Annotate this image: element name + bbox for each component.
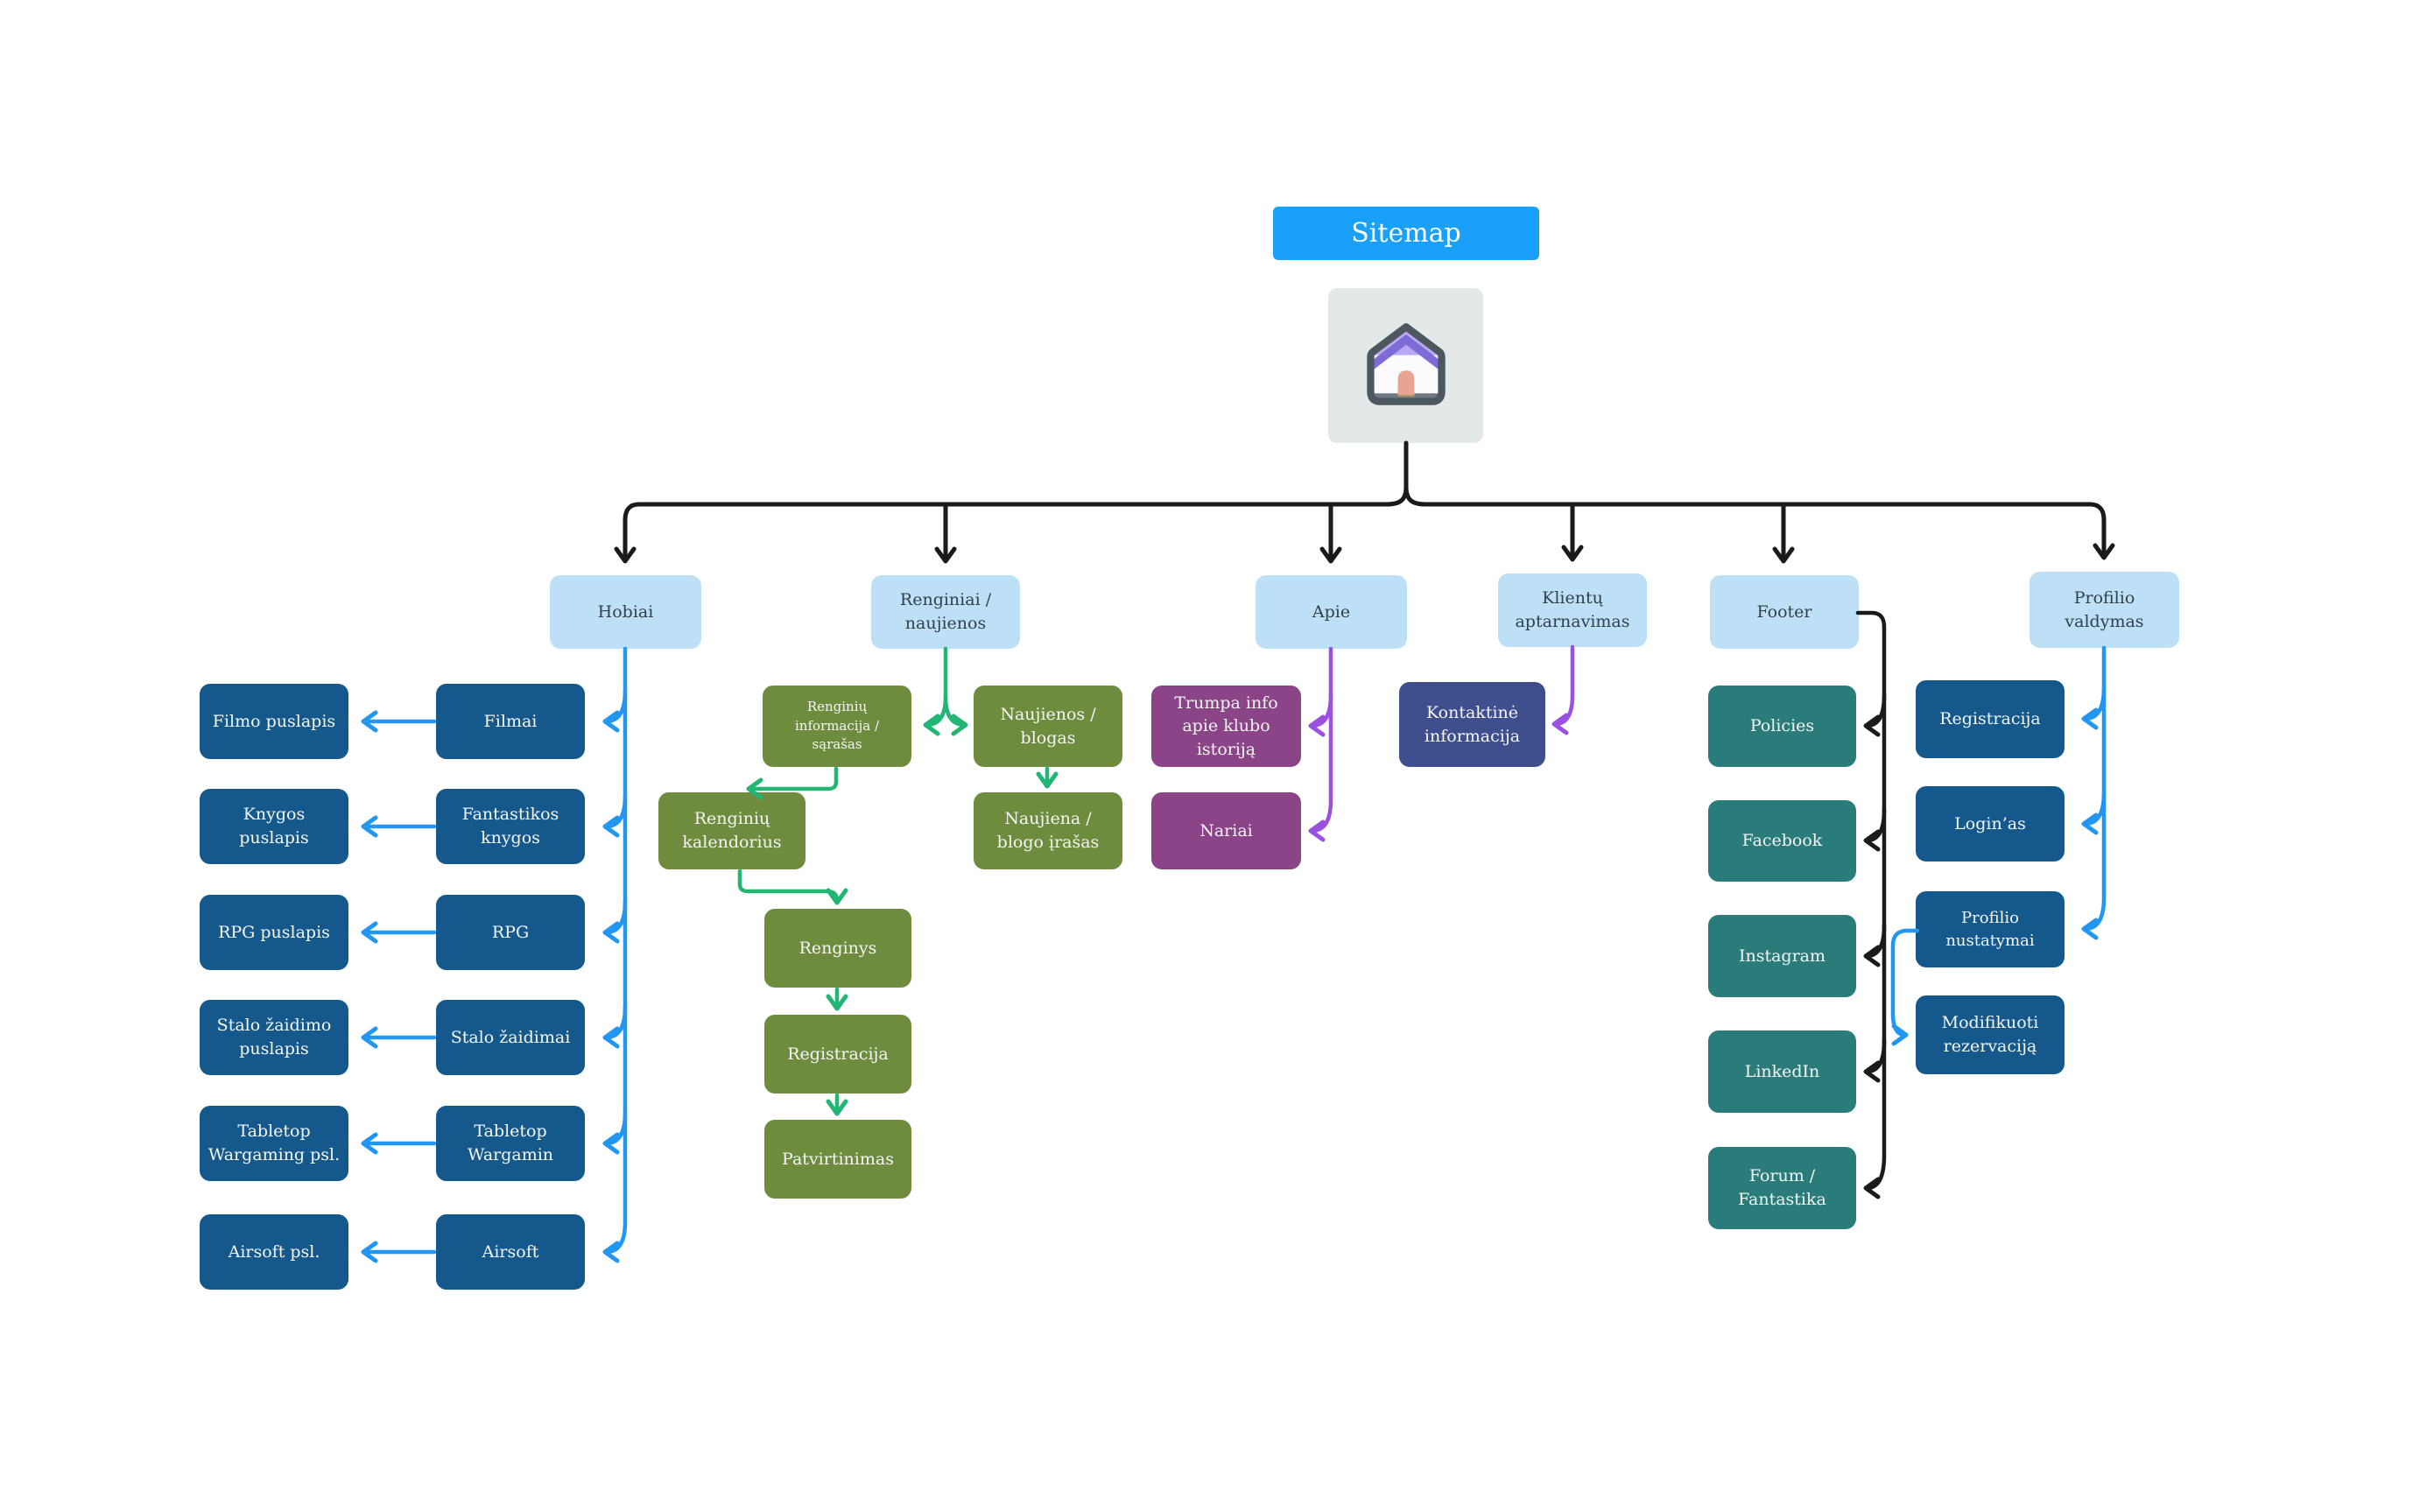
node-stalo-zaidimai[interactable]: Stalo žaidimai: [436, 1000, 585, 1075]
node-patvirtinimas[interactable]: Patvirtinimas: [764, 1120, 911, 1199]
node-label: Registracija: [1939, 709, 2041, 729]
node-facebook[interactable]: Facebook: [1708, 800, 1856, 882]
node-stalo-zaidimo-puslapis[interactable]: Stalo žaidimo puslapis: [200, 1000, 348, 1075]
node-renginys[interactable]: Renginys: [764, 909, 911, 988]
node-label: Naujienos / blogas: [1000, 704, 1096, 748]
section-footer[interactable]: Footer: [1710, 575, 1859, 649]
node-label: Airsoft: [482, 1241, 539, 1262]
node-label: RPG puslapis: [218, 922, 330, 942]
node-filmai[interactable]: Filmai: [436, 684, 585, 759]
node-label: Knygos puslapis: [239, 805, 309, 847]
node-filmo-puslapis[interactable]: Filmo puslapis: [200, 684, 348, 759]
sitemap-title-label: Sitemap: [1351, 218, 1461, 249]
node-label: Kontaktinė informacija: [1424, 702, 1521, 746]
node-label: Renginių kalendorius: [682, 809, 782, 852]
node-airsoft[interactable]: Airsoft: [436, 1214, 585, 1290]
node-kontaktine-informacija[interactable]: Kontaktinė informacija: [1399, 682, 1545, 767]
section-label: Profilio valdymas: [2065, 587, 2144, 631]
section-label: Klientų aptarnavimas: [1515, 588, 1630, 631]
node-policies[interactable]: Policies: [1708, 686, 1856, 767]
node-renginiu-informacija[interactable]: Renginių informacija / sąrašas: [763, 686, 911, 767]
section-label: Hobiai: [597, 601, 654, 622]
node-rpg[interactable]: RPG: [436, 895, 585, 970]
node-label: Nariai: [1199, 820, 1253, 840]
node-label: RPG: [491, 922, 530, 942]
section-renginiai[interactable]: Renginiai / naujienos: [871, 575, 1020, 649]
node-label: Instagram: [1738, 946, 1826, 966]
section-apie[interactable]: Apie: [1256, 575, 1407, 649]
node-label: Fantastikos knygos: [461, 805, 559, 847]
node-rpg-puslapis[interactable]: RPG puslapis: [200, 895, 348, 970]
node-label: Forum / Fantastika: [1738, 1166, 1826, 1209]
node-forum-fantastika[interactable]: Forum / Fantastika: [1708, 1147, 1856, 1229]
node-modifikuoti-rezervacija[interactable]: Modifikuoti rezervaciją: [1916, 995, 2065, 1074]
node-profilio-nustatymai[interactable]: Profilio nustatymai: [1916, 891, 2065, 967]
node-label: Trumpa info apie klubo istoriją: [1174, 693, 1278, 759]
section-hobiai[interactable]: Hobiai: [550, 575, 701, 649]
section-klientai[interactable]: Klientų aptarnavimas: [1498, 573, 1647, 647]
node-tabletop-wargaming-psl[interactable]: Tabletop Wargaming psl.: [200, 1106, 348, 1181]
node-label: Facebook: [1741, 831, 1823, 851]
house-icon: [1361, 319, 1452, 413]
node-label: Filmo puslapis: [212, 711, 336, 731]
node-knygos-puslapis[interactable]: Knygos puslapis: [200, 789, 348, 864]
node-registracija-renginio[interactable]: Registracija: [764, 1015, 911, 1094]
node-instagram[interactable]: Instagram: [1708, 915, 1856, 997]
node-renginiu-kalendorius[interactable]: Renginių kalendorius: [658, 792, 805, 869]
node-label: Stalo žaidimo puslapis: [216, 1016, 332, 1058]
node-label: Tabletop Wargaming psl.: [208, 1122, 341, 1164]
node-label: Renginių informacija / sąrašas: [795, 698, 879, 753]
node-trumpa-info[interactable]: Trumpa info apie klubo istoriją: [1151, 686, 1301, 767]
node-label: Registracija: [787, 1044, 889, 1064]
node-linkedin[interactable]: LinkedIn: [1708, 1030, 1856, 1113]
node-label: Profilio nustatymai: [1945, 909, 2035, 950]
sitemap-title-node[interactable]: Sitemap: [1273, 207, 1539, 260]
node-label: Patvirtinimas: [782, 1149, 894, 1169]
node-fantastikos-knygos[interactable]: Fantastikos knygos: [436, 789, 585, 864]
node-label: Login’as: [1954, 813, 2026, 833]
section-label: Footer: [1756, 601, 1812, 622]
section-label: Renginiai / naujienos: [899, 590, 992, 633]
node-tabletop-wargamin[interactable]: Tabletop Wargamin: [436, 1106, 585, 1181]
section-label: Apie: [1312, 601, 1351, 622]
node-label: Renginys: [798, 938, 877, 958]
node-naujiena-irasas[interactable]: Naujiena / blogo įrašas: [974, 792, 1122, 869]
node-registracija-profilio[interactable]: Registracija: [1916, 680, 2065, 758]
home-node[interactable]: [1328, 288, 1483, 443]
node-label: Airsoft psl.: [228, 1241, 320, 1262]
node-label: LinkedIn: [1744, 1061, 1820, 1081]
node-label: Tabletop Wargamin: [467, 1122, 554, 1164]
node-airsoft-psl[interactable]: Airsoft psl.: [200, 1214, 348, 1290]
node-naujienos-blogas[interactable]: Naujienos / blogas: [974, 686, 1122, 767]
node-loginas[interactable]: Login’as: [1916, 786, 2065, 861]
node-label: Modifikuoti rezervaciją: [1941, 1013, 2039, 1056]
node-label: Naujiena / blogo įrašas: [996, 809, 1100, 852]
node-nariai[interactable]: Nariai: [1151, 792, 1301, 869]
node-label: Stalo žaidimai: [450, 1027, 571, 1047]
node-label: Filmai: [483, 711, 538, 731]
node-label: Policies: [1749, 716, 1815, 736]
section-profilio[interactable]: Profilio valdymas: [2030, 572, 2179, 648]
